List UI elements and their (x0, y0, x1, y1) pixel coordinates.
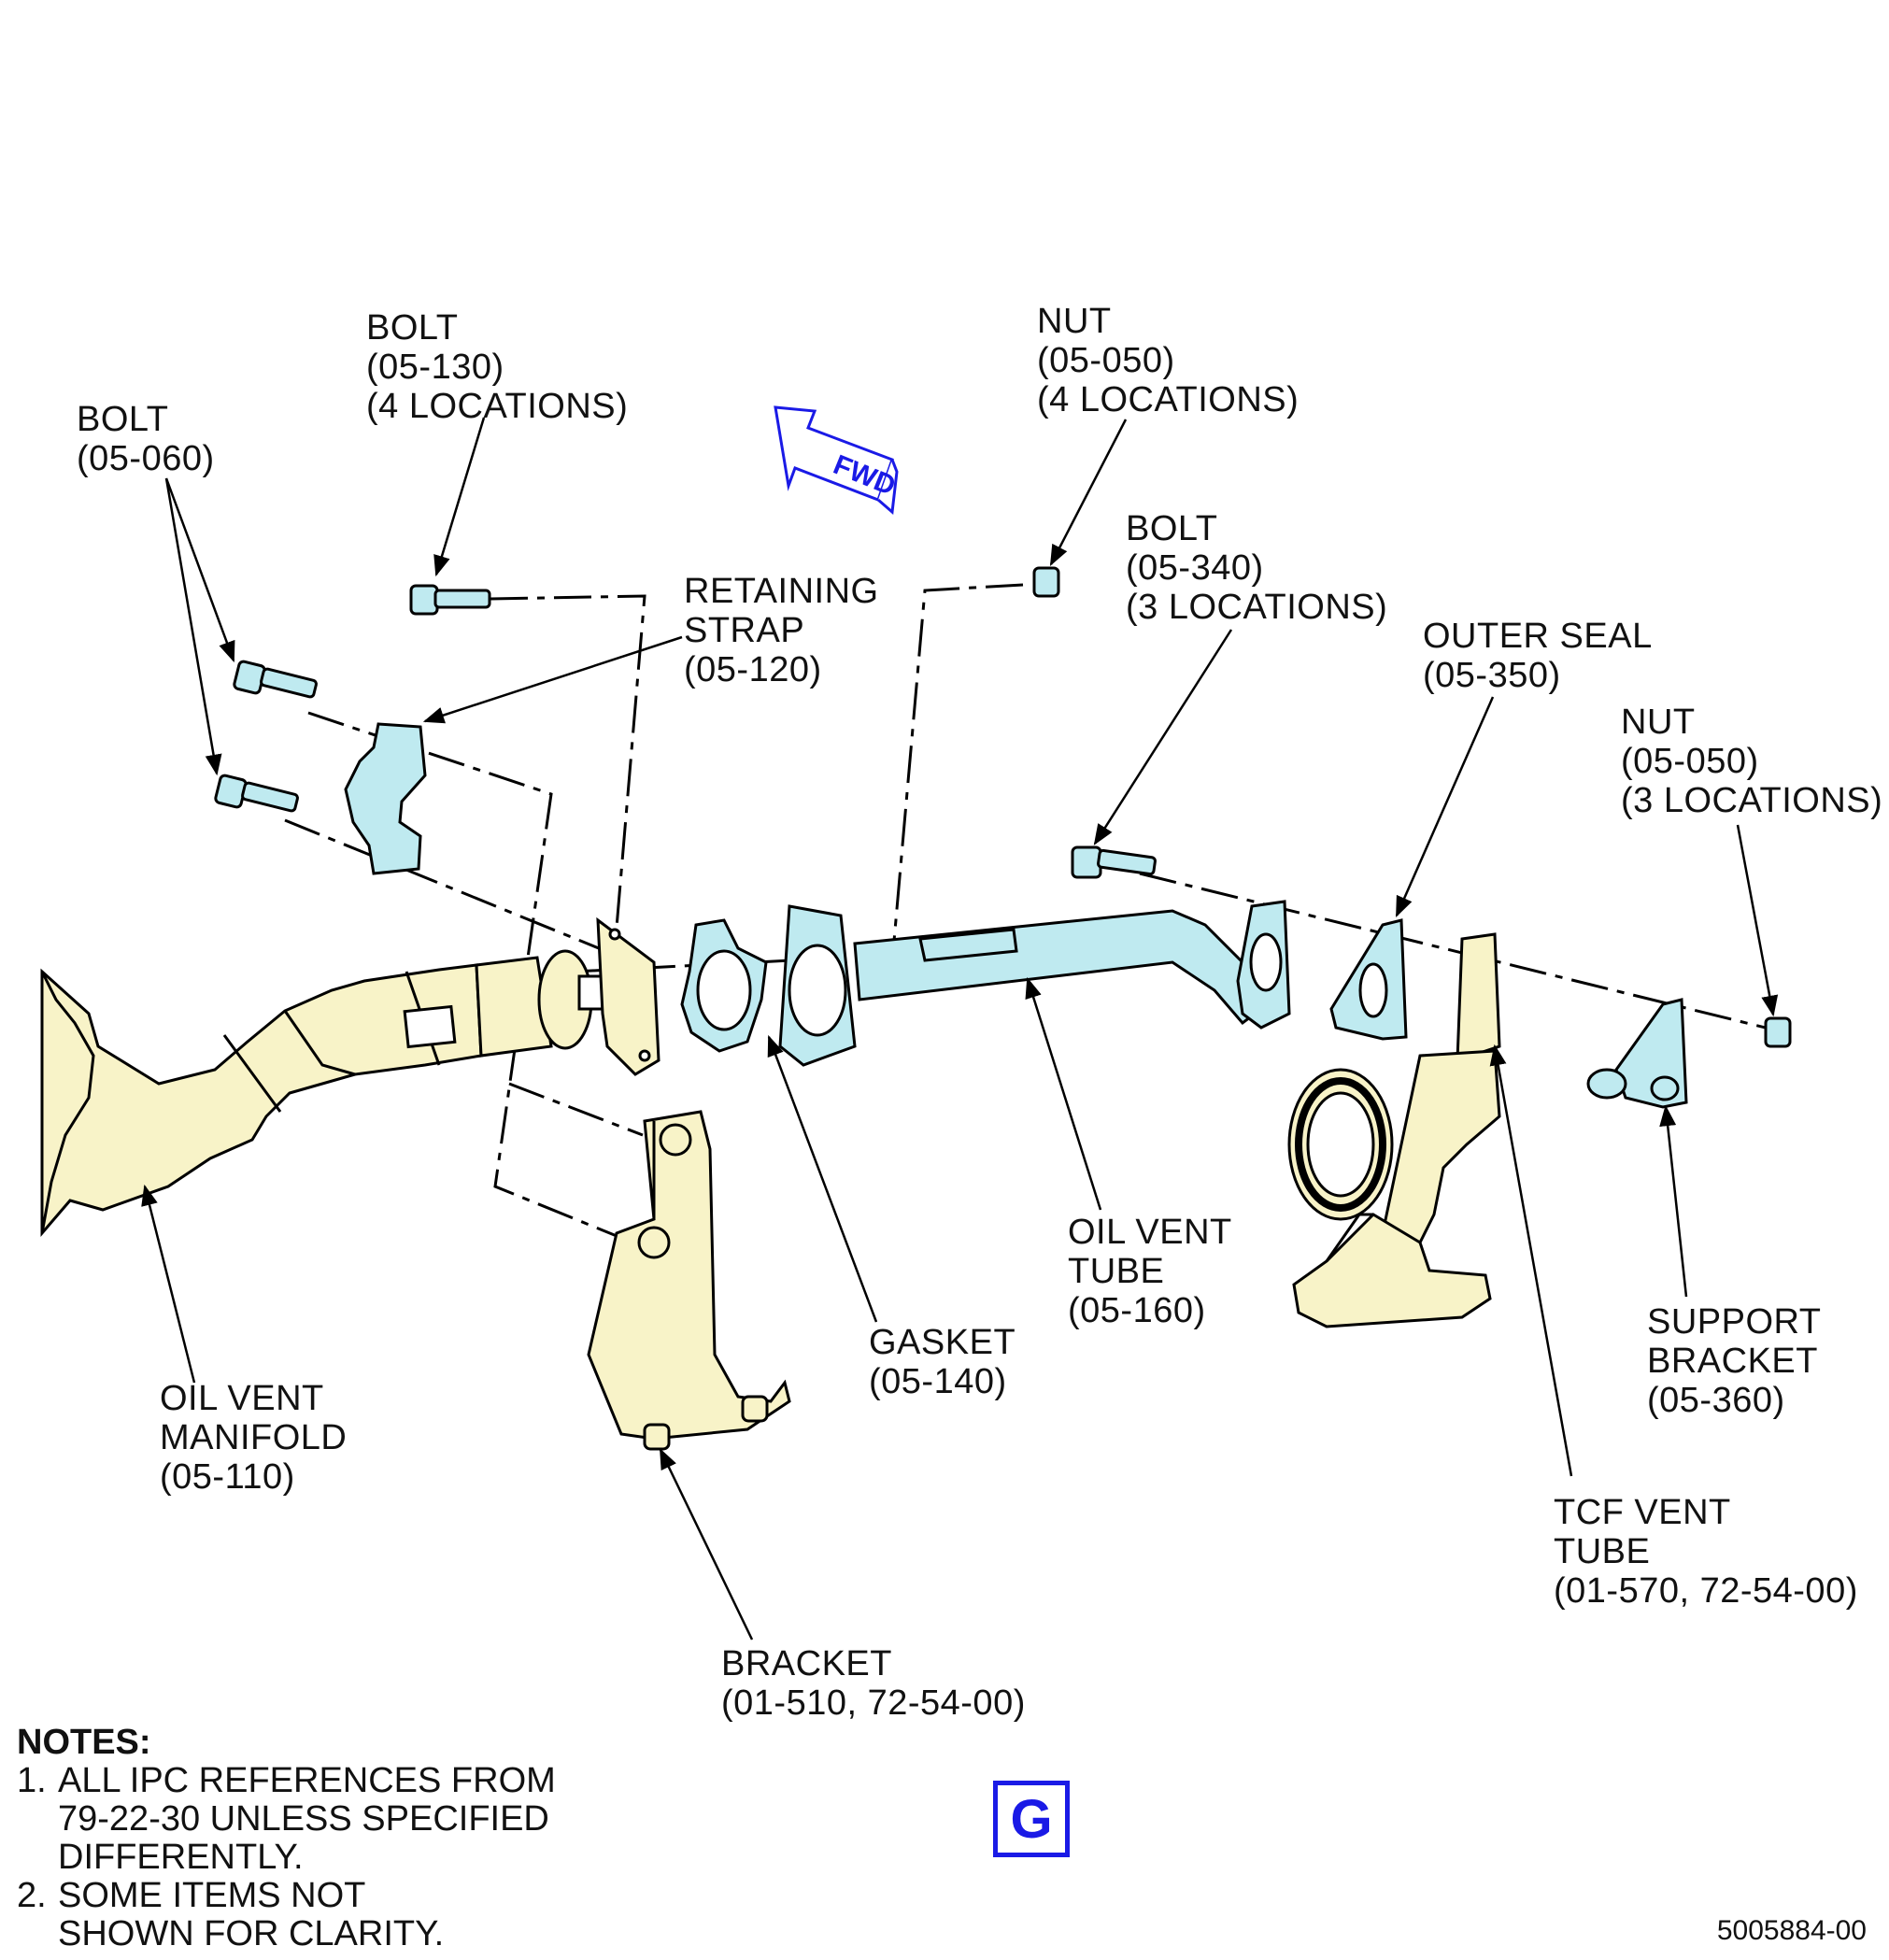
note-text: SOME ITEMS NOT SHOWN FOR CLARITY. (58, 1876, 445, 1953)
oil-vent-manifold (40, 916, 660, 1238)
callout-line: SUPPORT (1647, 1302, 1822, 1342)
oil-vent-tube (778, 900, 1291, 1067)
callout-line: BOLT (77, 400, 169, 439)
callout-line: (01-570, 72-54-00) (1554, 1571, 1858, 1611)
gasket-05-140 (680, 918, 768, 1053)
callout-line: BRACKET (1647, 1342, 1818, 1381)
support-bracket (1586, 998, 1688, 1109)
callout-line: (3 LOCATIONS) (1126, 588, 1388, 627)
callout-line: (05-130) (366, 348, 504, 387)
callout-line: BOLT (1126, 509, 1218, 548)
document-number: 5005884-00 (1716, 1915, 1867, 1946)
sheet-letter-box: G (993, 1781, 1070, 1857)
callout-line: OUTER SEAL (1423, 617, 1653, 656)
callout-line: MANIFOLD (160, 1418, 348, 1457)
callout-line: TUBE (1554, 1532, 1651, 1571)
callout-line: BRACKET (721, 1644, 892, 1683)
callout-line: (05-360) (1647, 1381, 1785, 1420)
bolt-05-130-icon (409, 584, 491, 616)
notes-title: NOTES: (17, 1723, 151, 1762)
callout-retaining-strap: RETAINING STRAP (05-120) (684, 572, 879, 689)
fwd-arrow-icon: FWD (774, 405, 900, 515)
callout-bracket: BRACKET (01-510, 72-54-00) (721, 1644, 1026, 1723)
callout-line: OIL VENT (1068, 1213, 1232, 1252)
note-item: 1. ALL IPC REFERENCES FROM 79-22-30 UNLE… (17, 1762, 556, 1877)
nut-05-050-lower-icon (1764, 1016, 1792, 1048)
callout-line: (05-160) (1068, 1291, 1206, 1330)
callout-line: TUBE (1068, 1252, 1165, 1291)
callout-line: (05-140) (869, 1362, 1007, 1401)
callout-line: NUT (1037, 302, 1112, 341)
nut-05-050-upper-icon (1032, 566, 1060, 598)
callout-line: STRAP (684, 611, 805, 650)
bolt-05-060-upper-icon (233, 660, 318, 699)
callout-gasket: GASKET (05-140) (869, 1323, 1016, 1401)
note-item: 2. SOME ITEMS NOT SHOWN FOR CLARITY. (17, 1877, 556, 1953)
callout-line: (01-510, 72-54-00) (721, 1683, 1026, 1723)
callout-tcf-vent-tube: TCF VENT TUBE (01-570, 72-54-00) (1554, 1493, 1858, 1611)
callout-line: (05-050) (1037, 341, 1175, 380)
outer-seal (1329, 918, 1408, 1041)
callout-line: GASKET (869, 1323, 1016, 1362)
callout-nut-05-050-lower: NUT (05-050) (3 LOCATIONS) (1621, 703, 1882, 820)
callout-bolt-05-060: BOLT (05-060) (77, 400, 215, 478)
callout-line: (05-110) (160, 1457, 295, 1497)
tcf-vent-tube (1287, 932, 1501, 1328)
retaining-strap (344, 722, 427, 875)
bolt-05-060-lower-icon (214, 774, 299, 813)
leader-lines (141, 417, 1779, 1640)
callout-nut-05-050-upper: NUT (05-050) (4 LOCATIONS) (1037, 302, 1299, 419)
callout-line: (4 LOCATIONS) (1037, 380, 1300, 419)
callout-line: (4 LOCATIONS) (366, 387, 629, 426)
callout-oil-vent-tube: OIL VENT TUBE (05-160) (1068, 1213, 1232, 1330)
note-text: ALL IPC REFERENCES FROM 79-22-30 UNLESS … (58, 1761, 556, 1877)
callout-oil-vent-manifold: OIL VENT MANIFOLD (05-110) (160, 1379, 347, 1497)
callout-line: (3 LOCATIONS) (1621, 781, 1883, 820)
callout-line: RETAINING (684, 572, 879, 611)
bracket-01-510 (587, 1110, 791, 1451)
note-number: 2. (17, 1876, 47, 1915)
callout-outer-seal: OUTER SEAL (05-350) (1423, 617, 1653, 695)
callout-line: NUT (1621, 703, 1696, 742)
notes-block: NOTES: 1. ALL IPC REFERENCES FROM 79-22-… (17, 1724, 556, 1953)
callout-line: (05-340) (1126, 548, 1264, 588)
callout-line: OIL VENT (160, 1379, 324, 1418)
note-number: 1. (17, 1761, 47, 1800)
bolt-05-340-icon (1071, 845, 1157, 879)
callout-bolt-05-130: BOLT (05-130) (4 LOCATIONS) (366, 308, 628, 426)
callout-line: BOLT (366, 308, 459, 348)
callout-line: TCF VENT (1554, 1493, 1731, 1532)
callout-line: (05-350) (1423, 656, 1561, 695)
callout-bolt-05-340: BOLT (05-340) (3 LOCATIONS) (1126, 509, 1387, 627)
callout-line: (05-120) (684, 650, 822, 689)
callout-support-bracket: SUPPORT BRACKET (05-360) (1647, 1302, 1822, 1420)
callout-line: (05-050) (1621, 742, 1759, 781)
callout-line: (05-060) (77, 439, 215, 478)
